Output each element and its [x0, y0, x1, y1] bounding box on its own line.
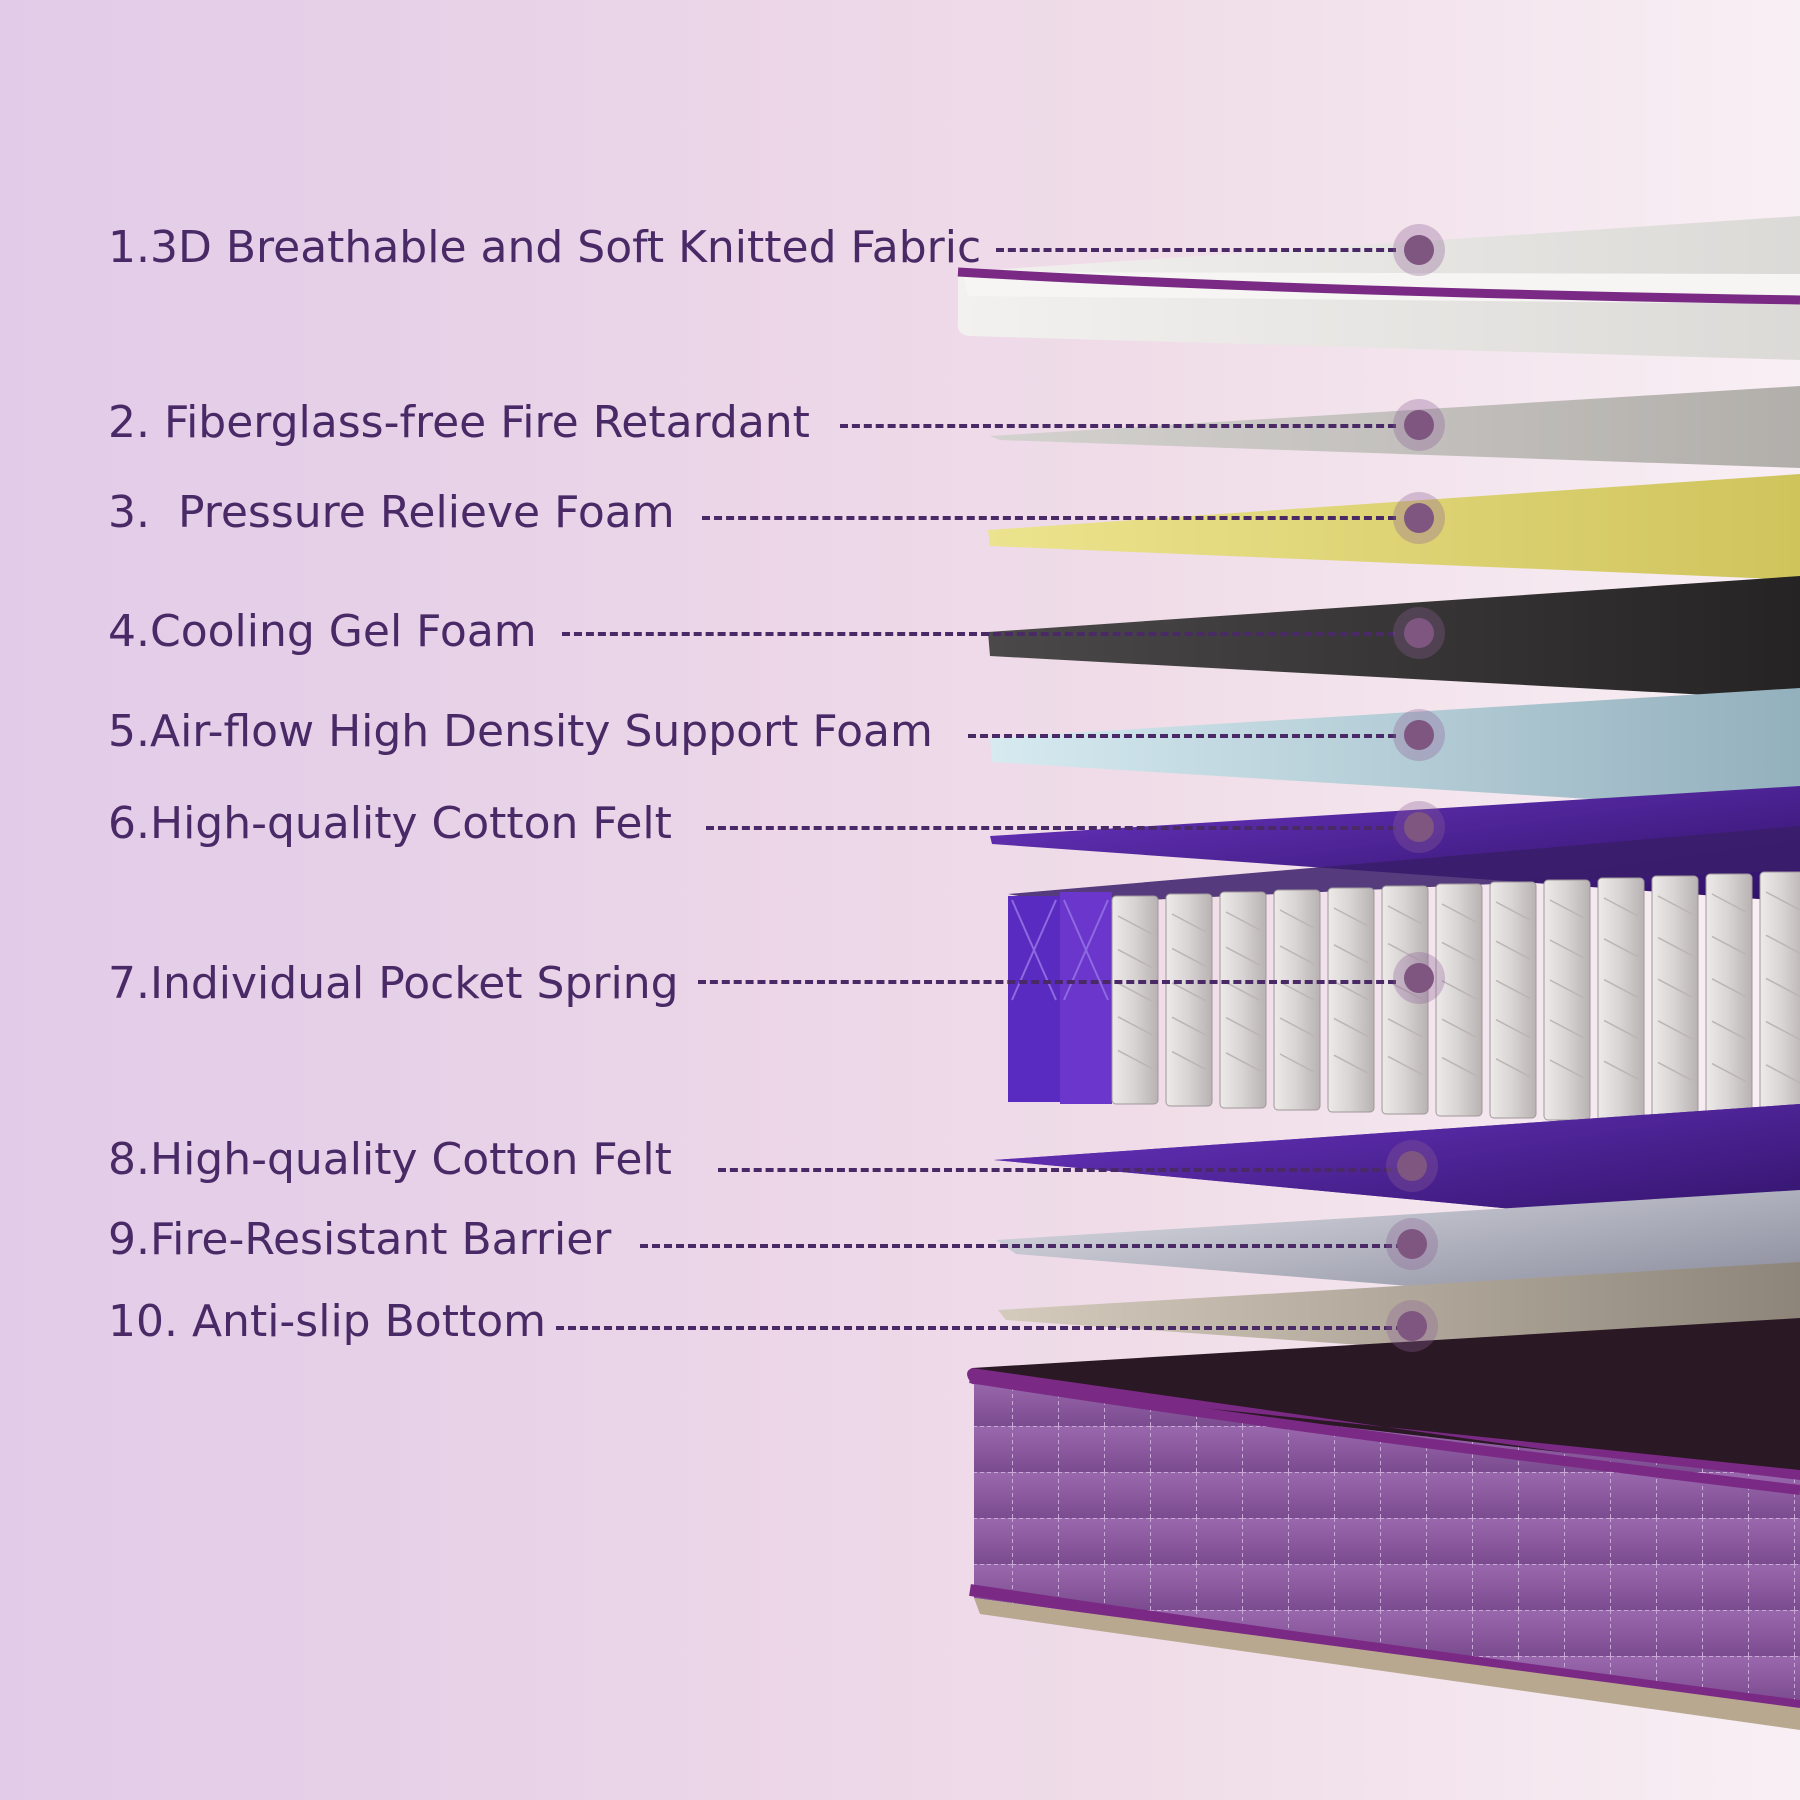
layer-label-3: 3. Pressure Relieve Foam [108, 487, 675, 538]
marker-dot-2 [1393, 399, 1445, 451]
leader-line-4 [562, 632, 1396, 636]
pocket-spring-coil-9 [1549, 899, 1585, 1079]
pocket-spring-coil-11 [1657, 895, 1693, 1082]
leader-line-9 [640, 1244, 1404, 1248]
pocket-spring-8 [1489, 881, 1537, 1119]
pocket-spring-coil-10 [1603, 897, 1639, 1080]
marker-dot-7 [1393, 952, 1445, 1004]
marker-dot-9 [1386, 1218, 1438, 1270]
pocket-spring-coil-1 [1117, 915, 1153, 1070]
layer-label-5: 5.Air-flow High Density Support Foam [108, 706, 933, 757]
layer-label-10: 10. Anti-slip Bottom [108, 1296, 546, 1347]
marker-dot-4 [1393, 607, 1445, 659]
marker-dot-1 [1393, 224, 1445, 276]
layer-1-knitted-fabric [957, 216, 1800, 360]
leader-line-5 [968, 734, 1396, 738]
layer-label-4: 4.Cooling Gel Foam [108, 606, 537, 657]
marker-dot-10 [1386, 1300, 1438, 1352]
pocket-spring-coil-5 [1333, 907, 1369, 1074]
marker-dot-6 [1393, 801, 1445, 853]
pocket-spring-coil-7 [1441, 903, 1477, 1077]
layer-label-1: 1.3D Breathable and Soft Knitted Fabric [108, 222, 982, 273]
leader-line-8 [718, 1168, 1404, 1172]
pocket-spring-coil-4 [1279, 909, 1315, 1073]
layer-5-support-foam [990, 688, 1800, 812]
pocket-spring-1 [1111, 895, 1159, 1105]
layer-label-6: 6.High-quality Cotton Felt [108, 798, 672, 849]
leader-line-1 [996, 248, 1396, 252]
layer-label-2: 2. Fiberglass-free Fire Retardant [108, 397, 810, 448]
marker-dot-8 [1386, 1140, 1438, 1192]
pocket-spring-coil-2 [1171, 913, 1207, 1071]
layer-label-9: 9.Fire-Resistant Barrier [108, 1214, 612, 1265]
leader-line-6 [706, 826, 1396, 830]
pocket-spring-7 [1435, 883, 1483, 1117]
pocket-spring-13 [1759, 871, 1800, 1129]
pocket-spring-3 [1219, 891, 1267, 1109]
leader-line-3 [702, 516, 1396, 520]
pocket-spring-4 [1273, 889, 1321, 1111]
leader-line-2 [840, 424, 1396, 428]
layer-7-pocket-springs [1008, 826, 1800, 1129]
pocket-spring-10 [1597, 877, 1645, 1123]
leader-line-7 [698, 980, 1396, 984]
leader-line-10 [556, 1326, 1404, 1330]
layer-label-7: 7.Individual Pocket Spring [108, 958, 679, 1009]
pocket-spring-5 [1327, 887, 1375, 1113]
pocket-spring-2 [1165, 893, 1213, 1107]
pocket-spring-coil-13 [1765, 891, 1800, 1084]
marker-dot-5 [1393, 709, 1445, 761]
pocket-spring-9 [1543, 879, 1591, 1121]
pocket-spring-coil-12 [1711, 893, 1747, 1083]
marker-dot-3 [1393, 492, 1445, 544]
layer-label-8: 8.High-quality Cotton Felt [108, 1134, 672, 1185]
pocket-spring-coil-3 [1225, 911, 1261, 1072]
pocket-spring-coil-8 [1495, 901, 1531, 1078]
mattress-base [967, 1318, 1800, 1730]
